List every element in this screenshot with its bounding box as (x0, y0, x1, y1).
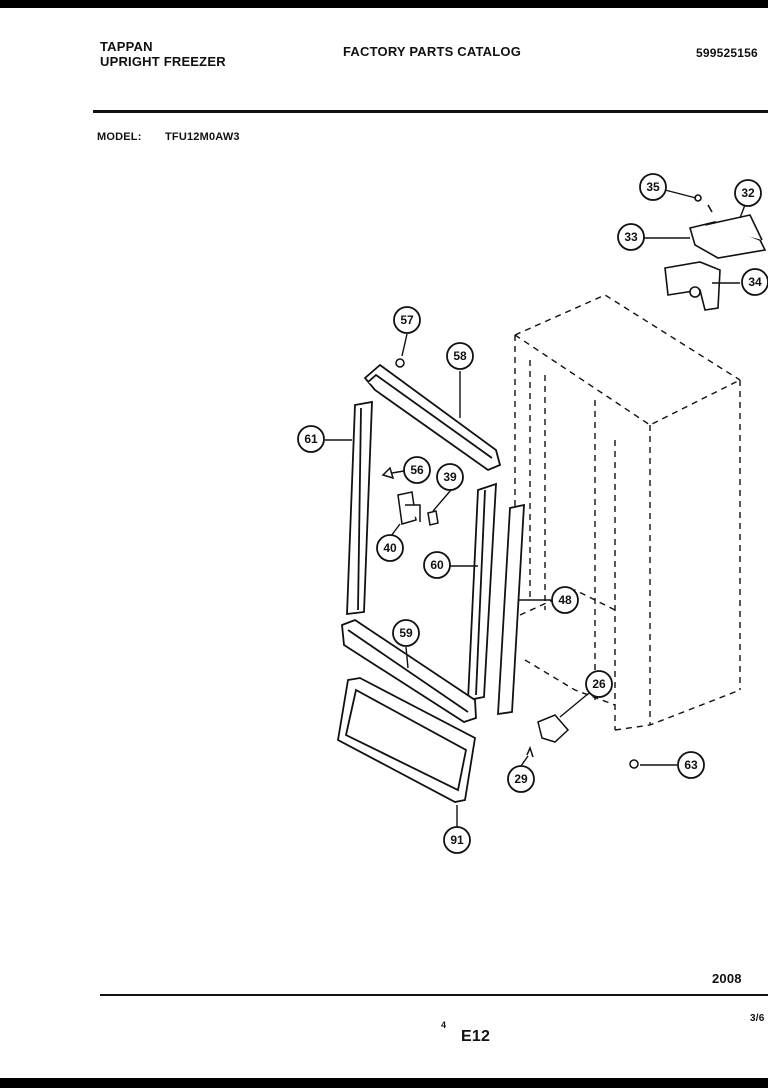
callout-48-label: 48 (558, 593, 572, 607)
small-parts (381, 358, 639, 769)
callout-61-label: 61 (304, 432, 318, 446)
leader-lines (325, 189, 749, 827)
brand-block: TAPPAN UPRIGHT FREEZER (100, 39, 226, 69)
callout-33-label: 33 (624, 230, 638, 244)
model-number: TFU12M0AW3 (165, 131, 240, 143)
callout-58-label: 58 (453, 349, 467, 363)
callout-39: 39 (436, 463, 464, 491)
callout-35-label: 35 (646, 180, 660, 194)
callout-26-label: 26 (592, 677, 606, 691)
callout-35: 35 (639, 173, 667, 201)
callout-59-label: 59 (399, 626, 413, 640)
model-label: MODEL: (97, 131, 142, 143)
callout-32-label: 32 (741, 186, 755, 200)
callout-29-label: 29 (514, 772, 528, 786)
callout-63: 63 (677, 751, 705, 779)
callout-40-label: 40 (383, 541, 397, 555)
callout-39-label: 39 (443, 470, 457, 484)
callout-29: 29 (507, 765, 535, 793)
callout-26: 26 (585, 670, 613, 698)
header-rule (93, 110, 768, 113)
year-code: 2008 (712, 971, 742, 986)
page-small-number: 4 (441, 1020, 447, 1030)
callout-91-label: 91 (450, 833, 464, 847)
callout-56: 56 (403, 456, 431, 484)
callout-40: 40 (376, 534, 404, 562)
door-gasket-parts (337, 363, 525, 803)
callout-48: 48 (551, 586, 579, 614)
top-hinge-assembly (664, 194, 767, 311)
callout-60: 60 (423, 551, 451, 579)
callout-57: 57 (393, 306, 421, 334)
callout-61: 61 (297, 425, 325, 453)
page-fraction: 3/6 (750, 1013, 765, 1024)
page-code: E12 (461, 1028, 491, 1045)
catalog-number: 5995251​56 (696, 46, 758, 60)
callout-57-label: 57 (400, 313, 414, 327)
callout-58: 58 (446, 342, 474, 370)
callout-34: 34 (741, 268, 768, 296)
callout-60-label: 60 (430, 558, 444, 572)
callout-33: 33 (617, 223, 645, 251)
footer-rule (100, 994, 768, 996)
callout-63-label: 63 (684, 758, 698, 772)
callout-34-label: 34 (748, 275, 762, 289)
catalog-title: FACTORY PARTS CATALOG (343, 44, 522, 59)
callout-91: 91 (443, 826, 471, 854)
brand-name: TAPPAN (100, 39, 153, 54)
callout-59: 59 (392, 619, 420, 647)
product-name: UPRIGHT FREEZER (100, 54, 226, 69)
callout-32: 32 (734, 179, 762, 207)
cabinet-outline (514, 294, 741, 731)
callout-56-label: 56 (410, 463, 424, 477)
